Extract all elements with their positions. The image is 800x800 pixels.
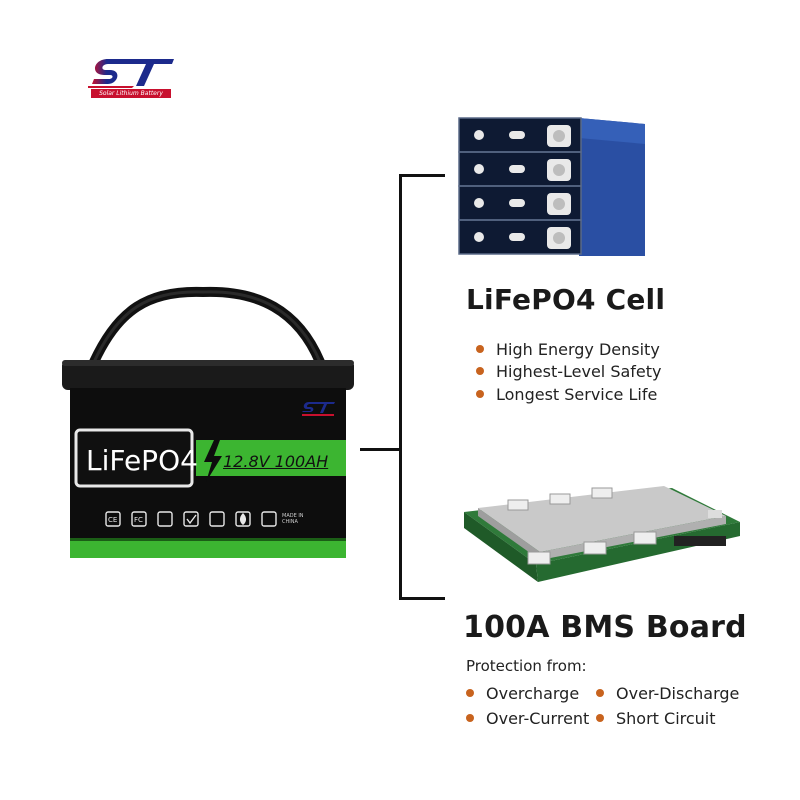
fc-icon — [131, 511, 147, 527]
svg-text:CE: CE — [108, 516, 117, 524]
bullet-icon — [596, 713, 604, 722]
bms-section-title: 100A BMS Board — [463, 610, 747, 645]
connector-bottom-branch — [399, 597, 445, 600]
bullet-icon — [476, 344, 484, 353]
cell-section-title: LiFePO4 Cell — [466, 283, 666, 316]
bullet-icon — [596, 688, 604, 697]
protection-text: Over-Discharge — [616, 684, 740, 703]
connector-top-branch — [399, 174, 445, 177]
logo-tagline: Solar Lithium Battery — [91, 89, 171, 98]
bullet-icon — [476, 366, 484, 375]
bullet-icon — [466, 713, 474, 722]
cell-feature-text: High Energy Density — [496, 340, 660, 359]
protection-item: Over-Current — [466, 709, 589, 728]
protection-item: Short Circuit — [596, 709, 716, 728]
cell-feature-item: Highest-Level Safety — [476, 362, 662, 381]
connector-horizontal — [360, 448, 400, 451]
bms-board-image — [458, 466, 748, 586]
lifepo4-cell-image — [455, 114, 655, 264]
bullet-icon — [466, 688, 474, 697]
battery-rating: 12.8V 100AH — [223, 452, 329, 471]
logo-mark-icon — [88, 59, 174, 88]
cell-feature-item: High Energy Density — [476, 340, 660, 359]
made-in-text: MADE IN CHINA — [282, 513, 304, 525]
bullet-icon — [476, 389, 484, 398]
ce-icon — [105, 511, 121, 527]
check-icon — [183, 511, 199, 527]
battery-image: CE FC — [58, 280, 358, 600]
protection-item: Overcharge — [466, 684, 579, 703]
cell-feature-item: Longest Service Life — [476, 385, 657, 404]
protection-text: Overcharge — [486, 684, 580, 703]
svg-text:FC: FC — [134, 516, 143, 524]
bin-icon — [261, 511, 277, 527]
recycle-icon — [209, 511, 225, 527]
protection-text: Over-Current — [486, 709, 590, 728]
battery-label: LiFePO4 — [86, 444, 198, 477]
protection-label: Protection from: — [466, 657, 587, 675]
brand-logo: Solar Lithium Battery — [88, 56, 178, 102]
cell-feature-text: Highest-Level Safety — [496, 362, 662, 381]
cell-feature-text: Longest Service Life — [496, 385, 658, 404]
protection-item: Over-Discharge — [596, 684, 739, 703]
rohs-icon — [157, 511, 173, 527]
connector-vertical — [399, 174, 402, 600]
protection-text: Short Circuit — [616, 709, 716, 728]
flame-icon — [235, 511, 251, 527]
